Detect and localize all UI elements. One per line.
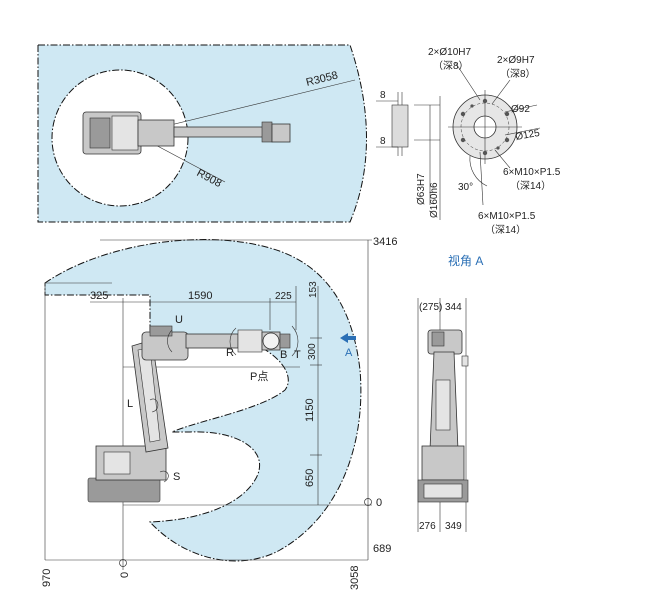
view-a-caption: 视角 A xyxy=(448,253,483,268)
dia-160-label: Ø160h6 xyxy=(429,182,440,218)
axis-r-label: R xyxy=(226,347,234,359)
dia-125-label: Ø125 xyxy=(515,128,541,143)
dim-225: 225 xyxy=(275,291,292,302)
side-view-envelope xyxy=(44,239,362,562)
view-a-arrow-label: A xyxy=(345,347,353,359)
dim-276: 276 xyxy=(419,521,436,532)
thread-a-label: 6×M10×P1.5 xyxy=(503,167,561,178)
dim-0-right: 0 xyxy=(376,497,382,509)
hole-b-depth: （深8） xyxy=(500,68,536,80)
dim-3416: 3416 xyxy=(373,236,397,248)
view-a-arrow-icon xyxy=(340,333,356,343)
dim-689: 689 xyxy=(373,543,391,555)
dim-1590: 1590 xyxy=(188,290,212,302)
flange-section xyxy=(376,92,441,220)
axis-l-label: L xyxy=(127,398,133,410)
r908-leader xyxy=(149,141,226,183)
dim-8-bottom: 8 xyxy=(380,136,386,147)
dia-92-label: Ø92 xyxy=(511,104,530,115)
front-view: (275) 344 276 349 xyxy=(417,298,469,532)
p-point-label: P点 xyxy=(250,370,268,383)
angle-label: 30° xyxy=(458,182,473,193)
axis-s-label: S xyxy=(173,471,180,483)
r3058-leader xyxy=(149,79,356,131)
thread-b-label: 6×M10×P1.5 xyxy=(478,211,536,222)
dim-349: 349 xyxy=(445,521,462,532)
axis-t-label: T xyxy=(294,349,301,361)
flange-view: 2×Ø10H7 （深8） 2×Ø9H7 （深8） 8 8 Ø63H7 Ø160h… xyxy=(376,47,561,268)
dim-1150: 1150 xyxy=(304,398,316,422)
robot-top-silhouette xyxy=(82,111,291,155)
dim-275: (275) xyxy=(419,302,442,313)
flange-face xyxy=(448,61,541,206)
dim-0-bottom: 0 xyxy=(119,572,131,578)
dim-8-top: 8 xyxy=(380,90,386,101)
hole-a-depth: （深8） xyxy=(433,60,469,72)
side-view: 3416 325 1590 225 153 300 1150 650 0 689… xyxy=(41,236,397,590)
dim-325: 325 xyxy=(90,290,108,302)
dia-63-label: Ø63H7 xyxy=(416,173,427,205)
dim-650: 650 xyxy=(304,469,316,487)
robot-side-silhouette xyxy=(87,325,299,503)
dim-3058: 3058 xyxy=(349,566,361,590)
dim-344: 344 xyxy=(445,302,462,313)
thread-a-depth: （深14） xyxy=(510,180,551,192)
dim-153: 153 xyxy=(308,281,319,298)
dim-300: 300 xyxy=(307,343,318,360)
hole-b-label: 2×Ø9H7 xyxy=(497,55,535,66)
axis-u-label: U xyxy=(175,314,183,326)
dim-970: 970 xyxy=(41,569,53,587)
hole-a-label: 2×Ø10H7 xyxy=(428,47,472,58)
top-view: R3058 R908 xyxy=(37,44,367,223)
axis-b-label: B xyxy=(280,349,287,361)
robot-front-silhouette xyxy=(417,329,469,503)
thread-b-depth: （深14） xyxy=(485,224,526,236)
